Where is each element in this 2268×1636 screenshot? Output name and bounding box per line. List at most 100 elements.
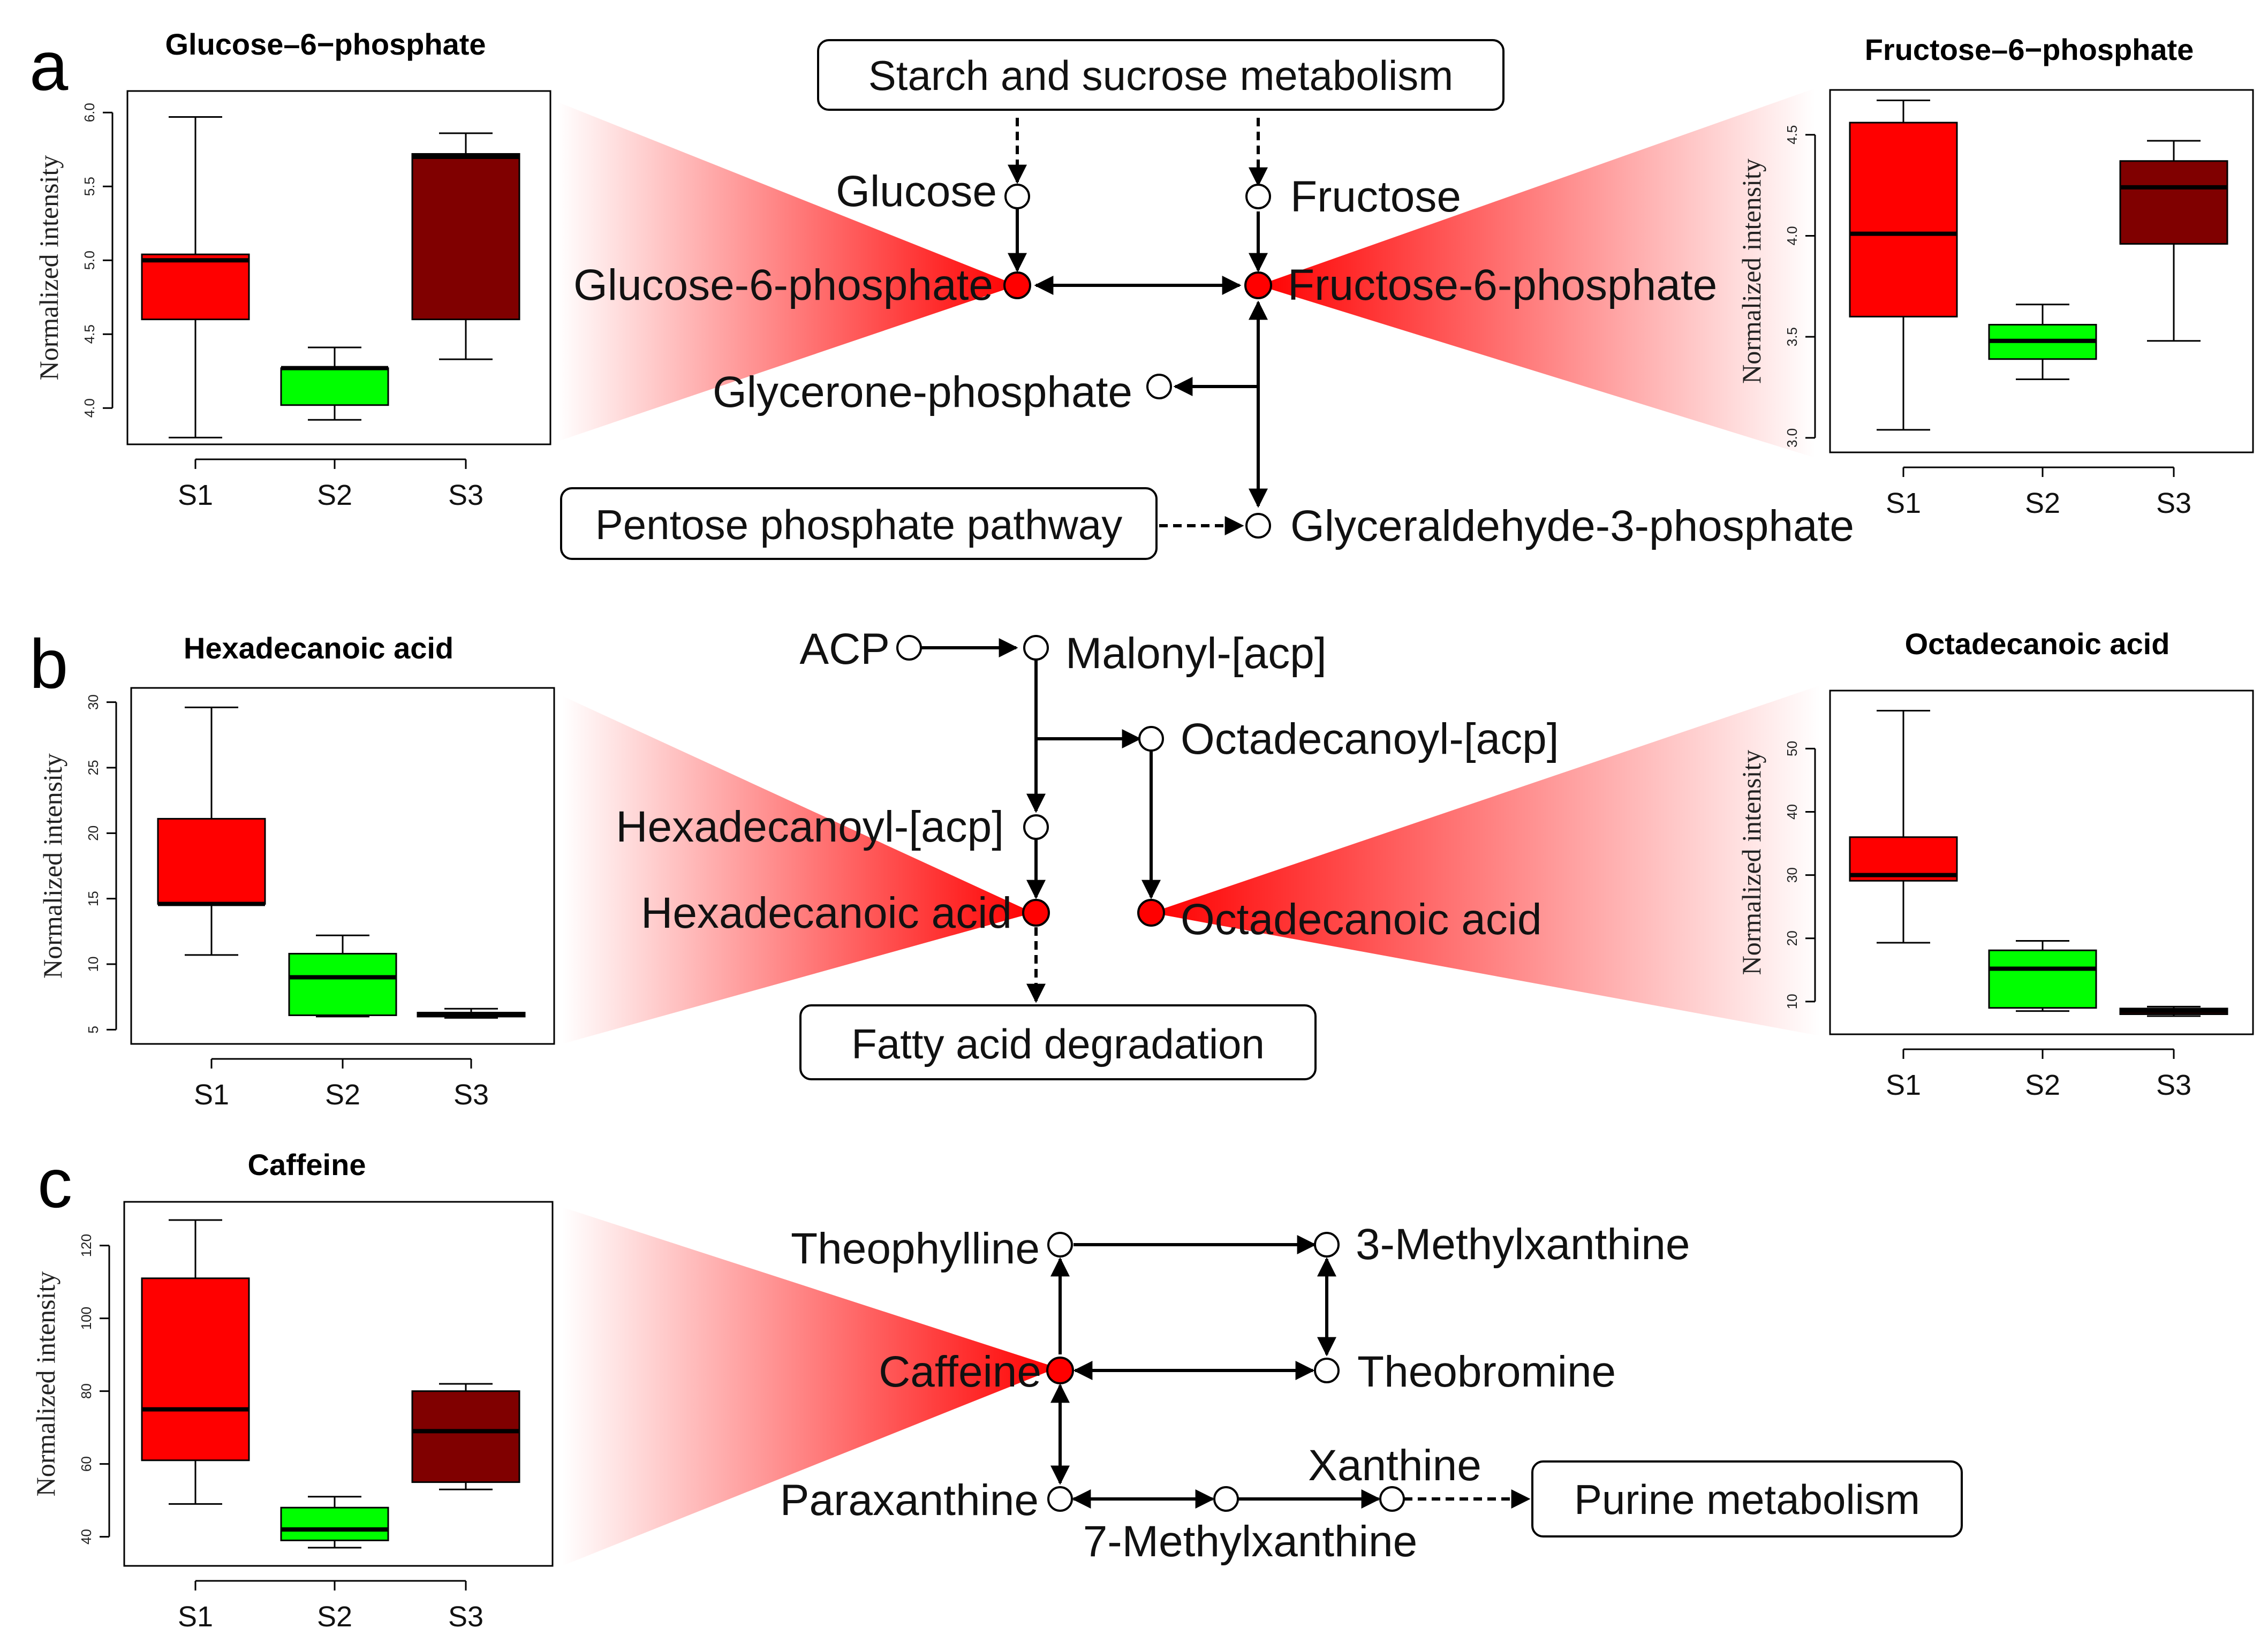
label-malonyl: Malonyl-[acp] bbox=[1065, 629, 1327, 678]
node-glycerone[interactable] bbox=[1146, 374, 1172, 399]
y-tick-label: 10 bbox=[1784, 994, 1800, 1009]
box-fatty-acid-degradation[interactable]: Fatty acid degradation bbox=[799, 1004, 1317, 1080]
label-g6p: Glucose-6-phosphate bbox=[573, 261, 993, 309]
y-tick-label: 6.0 bbox=[81, 103, 97, 122]
x-tick-label: S3 bbox=[448, 1601, 483, 1633]
node-f6p[interactable] bbox=[1244, 271, 1272, 299]
label-theophylline: Theophylline bbox=[791, 1224, 1040, 1273]
node-7methylxanthine[interactable] bbox=[1213, 1486, 1239, 1512]
x-tick-label: S1 bbox=[178, 479, 213, 511]
box-purine-metabolism[interactable]: Purine metabolism bbox=[1531, 1460, 1963, 1537]
zoom-wedge-f6p bbox=[1258, 88, 1815, 458]
label-acp: ACP bbox=[799, 625, 890, 673]
node-malonyl[interactable] bbox=[1023, 635, 1049, 661]
label-glucose: Glucose bbox=[836, 167, 997, 216]
node-glucose[interactable] bbox=[1004, 184, 1030, 209]
y-tick-label: 3.5 bbox=[1784, 327, 1800, 346]
y-tick-label: 40 bbox=[1784, 804, 1800, 820]
y-tick-label: 30 bbox=[85, 694, 101, 710]
box-starch-sucrose-label: Starch and sucrose metabolism bbox=[868, 52, 1454, 99]
y-axis-label: Normalized intensity bbox=[34, 155, 64, 381]
y-tick-label: 5.5 bbox=[81, 177, 97, 196]
label-hexadecanoyl: Hexadecanoyl-[acp] bbox=[616, 802, 1004, 851]
label-octadecanoyl: Octadecanoyl-[acp] bbox=[1181, 715, 1559, 763]
zoom-wedge-g6p bbox=[557, 102, 1017, 442]
label-theobromine: Theobromine bbox=[1357, 1347, 1616, 1396]
box-s3 bbox=[411, 1390, 520, 1483]
y-tick-label: 3.0 bbox=[1784, 428, 1800, 448]
y-tick-label: 50 bbox=[1784, 741, 1800, 756]
y-tick-label: 100 bbox=[78, 1307, 94, 1330]
y-tick-label: 80 bbox=[78, 1383, 94, 1399]
plot-title: Glucose–6−phosphate bbox=[165, 27, 486, 61]
node-caffeine[interactable] bbox=[1046, 1357, 1074, 1384]
y-tick-label: 4.5 bbox=[1784, 125, 1800, 145]
zoom-wedge-octadecanoic bbox=[1151, 685, 1820, 1036]
label-glycerone: Glycerone-phosphate bbox=[713, 368, 1132, 416]
zoom-wedge-caffeine bbox=[562, 1207, 1057, 1566]
node-hexadecanoic[interactable] bbox=[1022, 899, 1050, 927]
node-octadecanoic[interactable] bbox=[1137, 899, 1165, 927]
y-tick-label: 120 bbox=[78, 1234, 94, 1257]
y-tick-label: 4.0 bbox=[1784, 226, 1800, 245]
y-tick-label: 20 bbox=[85, 825, 101, 841]
y-axis-label: Normalized intensity bbox=[37, 753, 67, 979]
panel-letter-b: b bbox=[29, 625, 68, 703]
pathway-a bbox=[1008, 118, 1268, 535]
x-tick-label: S3 bbox=[453, 1079, 489, 1111]
y-tick-label: 4.0 bbox=[81, 398, 97, 418]
pathway-b bbox=[918, 638, 1161, 1003]
box-s3 bbox=[411, 153, 520, 321]
node-octadecanoyl[interactable] bbox=[1138, 726, 1164, 752]
x-tick-label: S1 bbox=[194, 1079, 229, 1111]
plot-title: Caffeine bbox=[248, 1148, 366, 1181]
y-tick-label: 25 bbox=[85, 760, 101, 775]
node-g6p[interactable] bbox=[1003, 271, 1031, 299]
box-s3 bbox=[2119, 160, 2228, 245]
y-axis-label: Normalized intensity bbox=[1736, 158, 1766, 384]
panel-letter-c: c bbox=[37, 1144, 72, 1222]
node-theophylline[interactable] bbox=[1047, 1232, 1073, 1258]
label-7methylxanthine: 7-Methylxanthine bbox=[1083, 1517, 1417, 1566]
y-tick-label: 15 bbox=[85, 891, 101, 906]
label-hexadecanoic: Hexadecanoic acid bbox=[641, 889, 1012, 937]
node-acp[interactable] bbox=[896, 635, 922, 661]
x-tick-label: S3 bbox=[448, 479, 483, 511]
node-xanthine[interactable] bbox=[1379, 1486, 1405, 1512]
node-paraxanthine[interactable] bbox=[1047, 1486, 1073, 1512]
x-tick-label: S1 bbox=[178, 1601, 213, 1633]
x-tick-label: S1 bbox=[1886, 487, 1921, 519]
y-tick-label: 10 bbox=[85, 957, 101, 972]
label-fructose: Fructose bbox=[1290, 172, 1461, 221]
y-axis-label: Normalized intensity bbox=[31, 1271, 61, 1497]
box-s2 bbox=[280, 1506, 389, 1541]
x-tick-label: S3 bbox=[2156, 487, 2191, 519]
node-fructose[interactable] bbox=[1245, 184, 1271, 209]
panel-letter-a: a bbox=[29, 27, 69, 105]
box-s1 bbox=[141, 1277, 250, 1461]
box-starch-sucrose[interactable]: Starch and sucrose metabolism bbox=[817, 39, 1505, 111]
y-tick-label: 4.5 bbox=[81, 324, 97, 344]
y-tick-label: 40 bbox=[78, 1529, 94, 1544]
box-purine-metabolism-label: Purine metabolism bbox=[1574, 1476, 1920, 1523]
box-fatty-acid-degradation-label: Fatty acid degradation bbox=[851, 1020, 1265, 1067]
node-3methylxanthine[interactable] bbox=[1314, 1232, 1340, 1258]
node-theobromine[interactable] bbox=[1314, 1358, 1340, 1383]
box-s1 bbox=[157, 817, 266, 905]
plot-title: Hexadecanoic acid bbox=[184, 631, 453, 665]
y-tick-label: 5 bbox=[85, 1026, 101, 1033]
label-gap: Glyceraldehyde-3-phosphate bbox=[1290, 502, 1854, 550]
node-gap[interactable] bbox=[1245, 513, 1271, 539]
node-hexadecanoyl[interactable] bbox=[1023, 814, 1049, 840]
box-pentose-phosphate-label: Pentose phosphate pathway bbox=[595, 501, 1122, 548]
box-pentose-phosphate[interactable]: Pentose phosphate pathway bbox=[560, 487, 1158, 560]
label-octadecanoic: Octadecanoic acid bbox=[1181, 895, 1542, 944]
y-tick-label: 5.0 bbox=[81, 251, 97, 270]
label-caffeine: Caffeine bbox=[879, 1347, 1041, 1396]
label-f6p: Fructose-6-phosphate bbox=[1288, 261, 1717, 309]
x-tick-label: S1 bbox=[1886, 1069, 1921, 1101]
